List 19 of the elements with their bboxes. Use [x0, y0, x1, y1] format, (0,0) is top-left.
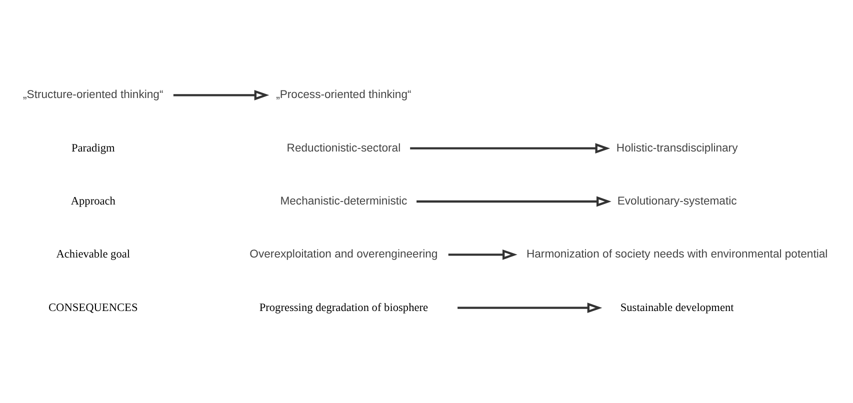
- node-text: Overexploitation and overengineering: [250, 248, 438, 261]
- label: Paradigm: [71, 142, 115, 154]
- node-text: Sustainable development: [620, 302, 734, 314]
- node-text: „Process-oriented thinking“: [276, 89, 412, 102]
- arrow: [410, 143, 610, 154]
- label: CONSEQUENCES: [48, 302, 138, 314]
- node-text: Reductionistic-sectoral: [286, 142, 401, 154]
- arrow: [416, 196, 612, 207]
- node-text: Evolutionary-systematic: [617, 195, 737, 208]
- node-text: Harmonization of society needs with environmental potential: [526, 248, 828, 261]
- label: Achievable goal: [56, 248, 130, 261]
- label: Approach: [70, 195, 116, 208]
- arrow: [173, 90, 270, 100]
- arrow: [448, 249, 518, 260]
- node-text: Holistic-transdisciplinary: [616, 142, 738, 154]
- node-text: „Structure-oriented thinking“: [23, 89, 164, 102]
- node-text: Mechanistic-deterministic: [280, 195, 408, 208]
- arrow: [458, 302, 602, 314]
- node-text: Progressing degradation of biosphere: [259, 302, 428, 314]
